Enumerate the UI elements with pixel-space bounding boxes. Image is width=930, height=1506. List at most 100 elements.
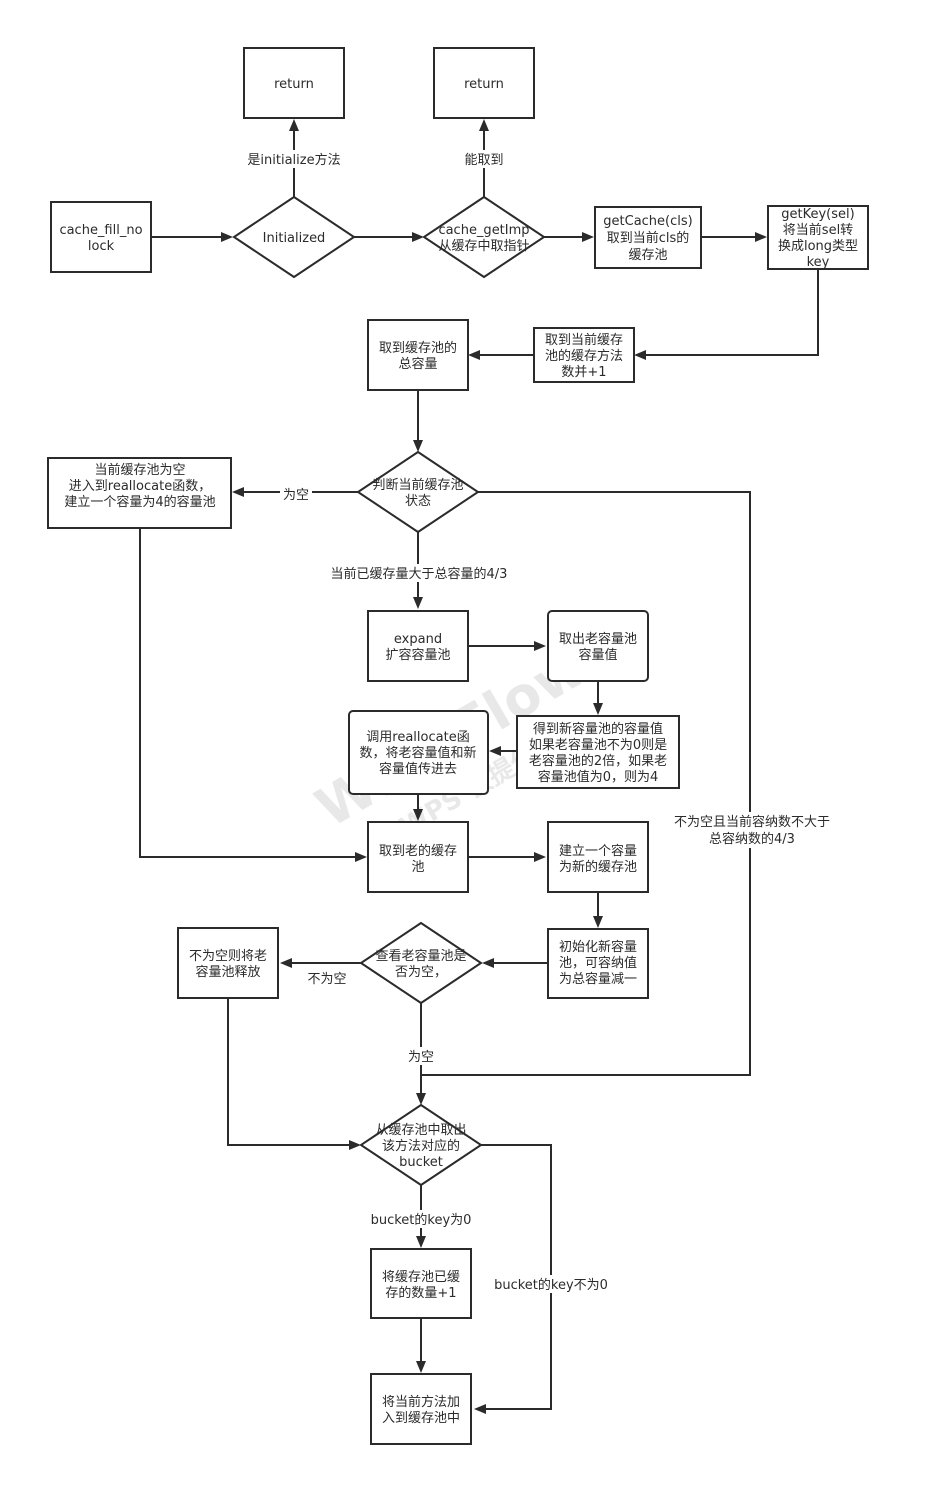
edge-label-not-empty-within-2: 总容纳数的4/3 <box>709 831 795 847</box>
node-label: Initialized <box>263 231 326 246</box>
node-label: 取到当前缓存 <box>545 332 623 348</box>
node-label: 否为空， <box>395 965 447 980</box>
edge-label-bucket-key-zero: bucket的key为0 <box>371 1212 472 1228</box>
node-new-pool[interactable]: 建立一个容量 为新的缓存池 <box>547 821 649 893</box>
node-call-realloc[interactable]: 调用reallocate函 数，将老容量值和新 容量值传进去 <box>348 710 489 795</box>
node-get-capacity[interactable]: 取到缓存池的 总容量 <box>367 319 469 391</box>
node-cache-fill-nolock[interactable]: cache_fill_no lock <box>50 201 152 273</box>
node-label: 总容量 <box>398 356 437 372</box>
edge-label-empty-1: 为空 <box>283 488 309 503</box>
node-label: 从缓存池中取出 <box>375 1123 466 1138</box>
arrowhead <box>413 597 423 609</box>
node-label: 取到当前cls的 <box>607 230 690 246</box>
edge-label-is-initialize: 是initialize方法 <box>247 152 340 168</box>
decision-check-old-empty[interactable]: 查看老容量池是 否为空， <box>359 921 483 1005</box>
node-label: 老容量池的2倍，如果老 <box>529 753 667 769</box>
node-label: expand <box>394 632 442 647</box>
edge-label-bucket-key-nonzero: bucket的key不为0 <box>494 1277 608 1293</box>
node-label: 换成long类型 <box>778 239 858 254</box>
node-getkey[interactable]: getKey(sel) 将当前sel转 换成long类型 key <box>767 205 869 270</box>
label-bg <box>494 1275 608 1293</box>
edge-label-can-get: 能取到 <box>464 153 503 168</box>
node-label: 池的缓存方法 <box>545 348 623 364</box>
edge-label-over-capacity: 当前已缓存量大于总容量的4/3 <box>331 566 508 582</box>
node-old-capacity[interactable]: 取出老容量池 容量值 <box>547 610 649 682</box>
arrowhead <box>534 641 546 651</box>
node-label: key <box>807 255 830 270</box>
arrowhead <box>593 916 603 928</box>
node-label: 为总容量减一 <box>559 971 637 987</box>
node-label: 如果老容量池不为0则是 <box>529 737 667 753</box>
arrowhead <box>482 958 494 968</box>
arrowhead <box>534 852 546 862</box>
arrowhead <box>479 119 489 131</box>
edge-label-not-empty-within-1: 不为空且当前容纳数不大于 <box>674 814 830 830</box>
node-label: 不为空则将老 <box>189 949 267 964</box>
node-empty-realloc[interactable]: 当前缓存池为空 进入到reallocate函数， 建立一个容量为4的容量池 <box>47 457 232 529</box>
node-getcache[interactable]: getCache(cls) 取到当前cls的 缓存池 <box>594 206 702 269</box>
decision-cache-getimp[interactable]: cache_getImp 从缓存中取指针 <box>422 195 546 279</box>
node-label: 数并+1 <box>561 365 606 380</box>
arrowhead <box>634 350 646 360</box>
node-label: 池 <box>411 860 424 875</box>
node-label: 建立一个容量为4的容量池 <box>64 494 215 510</box>
node-label: getCache(cls) <box>603 214 692 229</box>
label-bg <box>280 485 312 503</box>
arrowhead <box>232 487 244 497</box>
node-label: 为新的缓存池 <box>559 859 637 875</box>
node-return-2[interactable]: return <box>433 47 535 119</box>
node-label: 得到新容量池的容量值 <box>533 721 663 737</box>
node-label: 扩容容量池 <box>385 647 450 663</box>
node-old-pool[interactable]: 取到老的缓存 池 <box>367 821 469 893</box>
node-label: 存的数量+1 <box>385 1285 456 1301</box>
node-label: 取出老容量池 <box>559 631 637 647</box>
edge-getkey-to-count <box>645 269 819 356</box>
node-label: 初始化新容量 <box>559 939 637 955</box>
node-release-old[interactable]: 不为空则将老 容量池释放 <box>177 927 279 999</box>
node-label: return <box>274 77 314 92</box>
arrowhead <box>413 440 423 452</box>
node-label: 容量值 <box>578 647 617 663</box>
node-label: 池，可容纳值 <box>559 955 637 971</box>
node-label: 数，将老容量值和新 <box>359 745 476 761</box>
arrowhead <box>289 119 299 131</box>
node-expand[interactable]: expand 扩容容量池 <box>367 610 469 682</box>
node-new-capacity[interactable]: 得到新容量池的容量值 如果老容量池不为0则是 老容量池的2倍，如果老 容量池值为… <box>516 715 680 789</box>
node-label: cache_fill_no <box>59 223 142 238</box>
arrowhead <box>489 746 501 756</box>
node-label: lock <box>88 239 115 254</box>
node-init-new-pool[interactable]: 初始化新容量 池，可容纳值 为总容量减一 <box>547 928 649 999</box>
decision-get-bucket[interactable]: 从缓存池中取出 该方法对应的 bucket <box>359 1103 483 1187</box>
label-bg <box>370 1210 472 1228</box>
node-method-count[interactable]: 取到当前缓存 池的缓存方法 数并+1 <box>533 327 635 383</box>
node-label: 容量池值为0，则为4 <box>538 769 659 785</box>
arrowhead <box>416 1361 426 1373</box>
node-label: 容量池释放 <box>195 964 260 980</box>
node-return-1[interactable]: return <box>243 47 345 119</box>
node-label: 缓存池 <box>628 248 667 263</box>
node-label: 调用reallocate函 <box>366 730 469 745</box>
node-label: 入到缓存池中 <box>382 1411 460 1426</box>
arrowhead <box>355 852 367 862</box>
node-label: 将当前sel转 <box>783 222 853 238</box>
node-add-method[interactable]: 将当前方法加 入到缓存池中 <box>370 1373 472 1445</box>
node-label: 查看老容量池是 <box>375 948 466 964</box>
node-label: 建立一个容量 <box>559 843 637 859</box>
node-label: 状态 <box>405 494 431 509</box>
arrowhead <box>349 1140 361 1150</box>
node-count-plus[interactable]: 将缓存池已缓 存的数量+1 <box>370 1248 472 1319</box>
node-label: 将缓存池已缓 <box>382 1270 460 1285</box>
decision-initialized[interactable]: Initialized <box>232 195 356 279</box>
arrowhead <box>474 1404 486 1414</box>
arrowhead <box>468 350 480 360</box>
node-label: getKey(sel) <box>781 207 854 222</box>
edge-empty-to-oldpool <box>139 528 356 858</box>
arrowhead <box>221 232 233 242</box>
label-bg <box>330 564 508 582</box>
decision-judge-state[interactable]: 判断当前缓存池 状态 <box>356 450 480 534</box>
node-label: 当前缓存池为空 <box>94 462 185 478</box>
label-bg <box>246 150 342 168</box>
arrowhead <box>413 809 423 821</box>
arrowhead <box>280 958 292 968</box>
